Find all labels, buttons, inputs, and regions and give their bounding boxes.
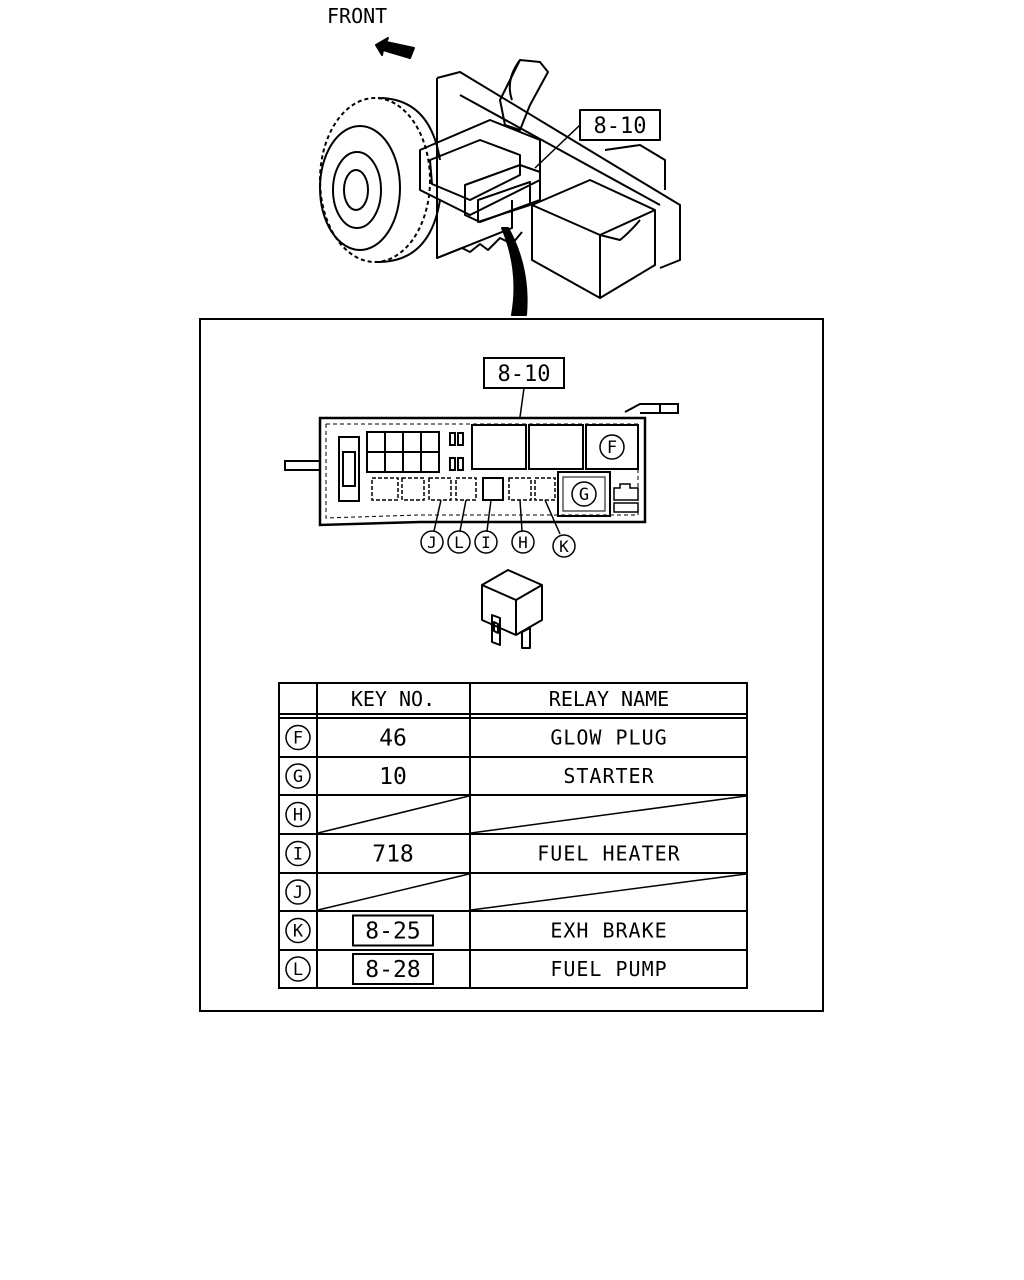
- svg-text:I: I: [481, 533, 491, 552]
- svg-text:L: L: [454, 533, 464, 552]
- letter-h-marker: H: [511, 530, 535, 554]
- relay-name-cell: FUEL HEATER: [537, 842, 680, 866]
- table-row: I 718 FUEL HEATER: [285, 840, 680, 868]
- svg-text:K: K: [559, 537, 569, 556]
- key-no-box: [352, 953, 434, 985]
- fuse-box-letters: F G J L I H K: [420, 434, 625, 558]
- top-callout: 8-10: [534, 109, 661, 169]
- table-row: L 8-28 FUEL PUMP: [285, 953, 667, 985]
- detail-callout: 8-10: [483, 357, 565, 418]
- table-row: H: [285, 801, 311, 828]
- table-row: F 46 GLOW PLUG: [285, 724, 667, 752]
- svg-text:J: J: [427, 533, 437, 552]
- table-row: G 10 STARTER: [285, 763, 654, 790]
- wheel-illustration: [319, 97, 441, 263]
- frame-illustration: [419, 59, 681, 299]
- header-key-no: KEY NO.: [351, 687, 435, 711]
- relay-name-cell: EXH BRAKE: [550, 919, 667, 943]
- letter-j-marker: J: [420, 530, 444, 554]
- key-no-cell: 10: [379, 764, 407, 790]
- front-label: FRONT: [327, 4, 387, 28]
- row-letter-circle: [285, 763, 311, 789]
- letter-g-marker: G: [571, 481, 597, 507]
- row-letter: L: [293, 960, 303, 980]
- top-callout-label: 8-10: [594, 114, 647, 139]
- row-letter-circle: [285, 801, 311, 828]
- key-no-cell: 718: [372, 842, 414, 868]
- row-letter-circle: [285, 879, 311, 905]
- svg-text:F: F: [607, 438, 617, 458]
- row-letter-circle: [285, 840, 311, 867]
- svg-text:H: H: [518, 533, 528, 552]
- letter-i-marker: I: [474, 530, 498, 554]
- vehicle-top-view: FRONT: [319, 4, 681, 316]
- row-letter: H: [293, 806, 303, 826]
- battery-illustration: [531, 179, 656, 299]
- table-row: K 8-25 EXH BRAKE: [285, 914, 667, 947]
- row-letter: K: [293, 922, 304, 942]
- row-letter-circle: [285, 956, 311, 982]
- letter-k-marker: K: [552, 534, 576, 558]
- header-relay-name: RELAY NAME: [549, 687, 669, 711]
- row-letter: J: [293, 883, 303, 903]
- relay-name-cell: STARTER: [563, 764, 654, 788]
- front-arrow-icon: [375, 37, 415, 59]
- row-letter-circle: [285, 724, 311, 751]
- detail-frame: [199, 318, 824, 1012]
- letter-l-marker: L: [447, 530, 471, 554]
- letter-f-marker: F: [599, 434, 625, 460]
- relay-table: KEY NO. RELAY NAME F 46 GLOW PLUG G 10 STARTE…: [278, 682, 748, 989]
- relay-name-cell: FUEL PUMP: [550, 957, 667, 981]
- row-letter: I: [293, 845, 303, 865]
- relay-illustration: [481, 569, 543, 649]
- key-no-cell: 46: [379, 726, 407, 752]
- table-rows: F 46 GLOW PLUG G 10 STARTER HI 718 FUEL HEATER JK…: [285, 724, 680, 985]
- relay-name-cell: GLOW PLUG: [550, 726, 667, 750]
- row-letter: G: [293, 767, 303, 787]
- key-no-box: [352, 914, 434, 947]
- row-letter-circle: [285, 917, 311, 944]
- fuse-relay-box: [284, 403, 679, 535]
- key-no-cell: 8-28: [365, 957, 420, 983]
- detail-leader: [501, 227, 528, 316]
- svg-text:G: G: [579, 485, 589, 505]
- detail-callout-label: 8-10: [498, 362, 551, 387]
- table-row: J: [285, 879, 311, 905]
- row-letter: F: [293, 729, 303, 749]
- key-no-cell: 8-25: [365, 919, 420, 945]
